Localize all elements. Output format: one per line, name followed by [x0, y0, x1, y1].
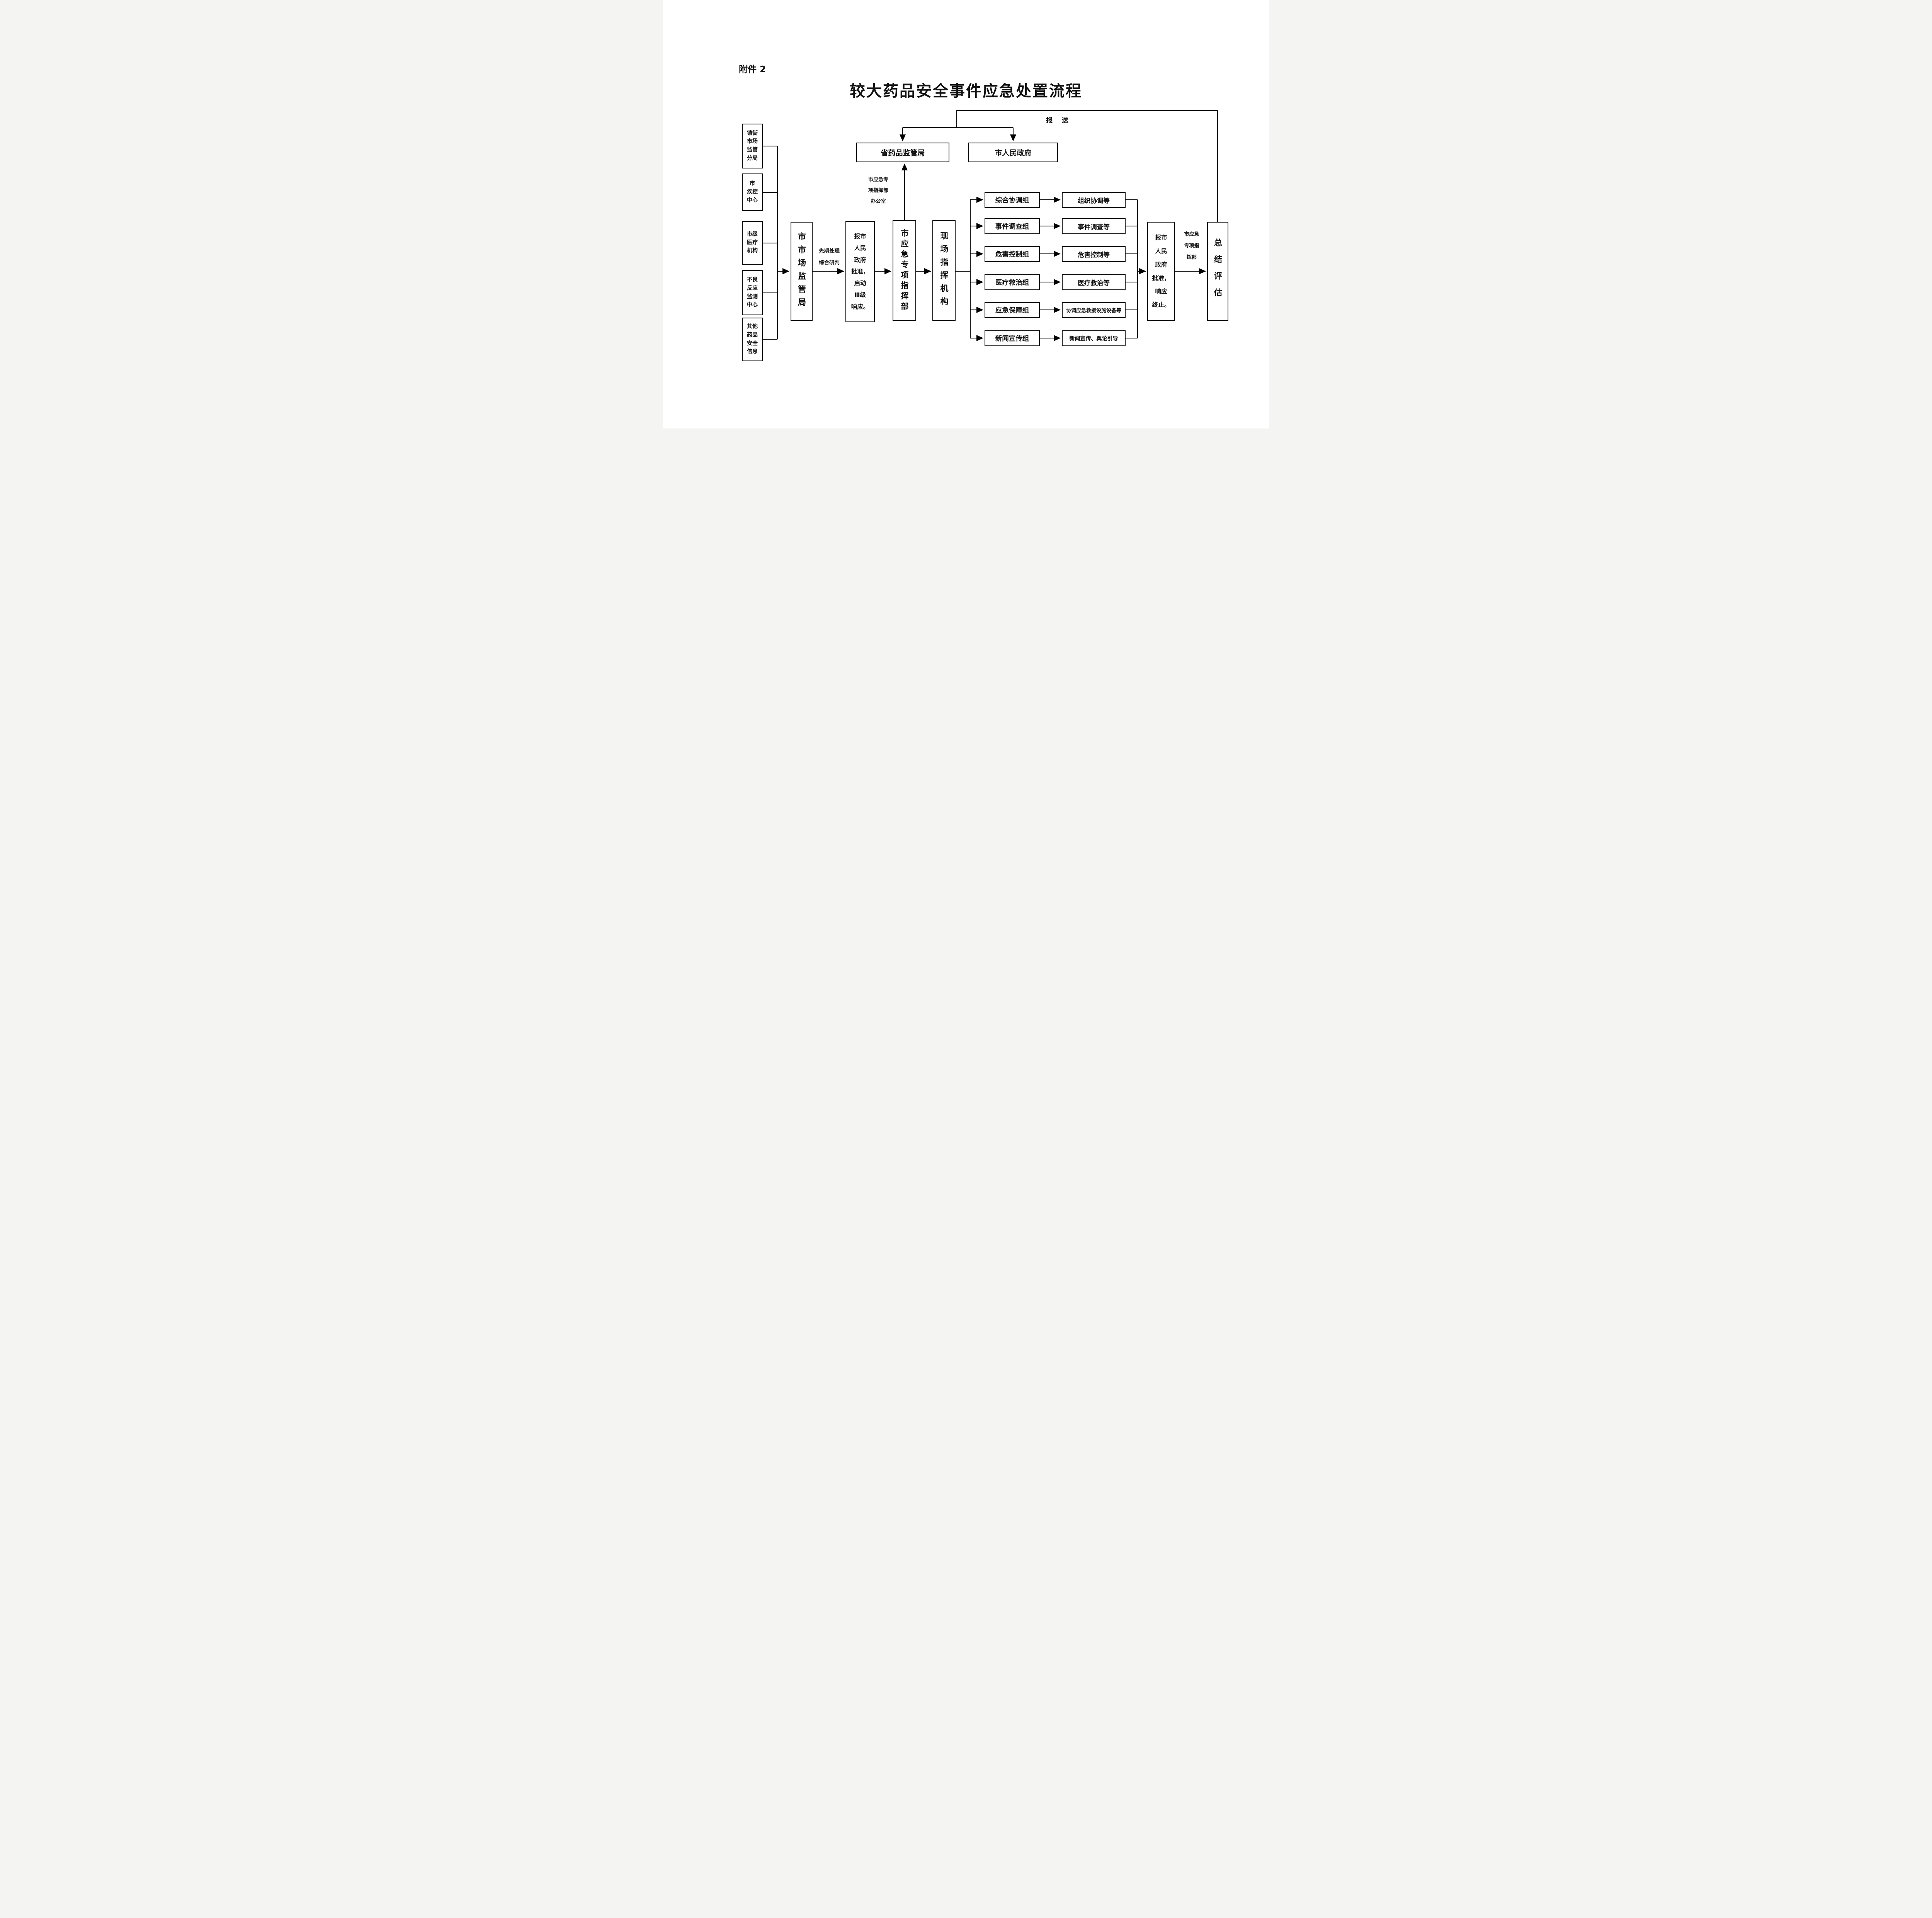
page-title: 较大药品安全事件应急处置流程 [850, 82, 1082, 100]
report-send-label: 报 送 [1046, 117, 1068, 124]
node-group-coordination: 综合协调组 [985, 192, 1040, 208]
early-handling-label: 先期处理 综合研判 [819, 248, 840, 266]
node-source-town-market-branch: 镇街 市场 监管 分局 [742, 124, 763, 168]
node-approve-start-level3: 报市 人民 政府 批准， 启动 Ⅲ级 响应。 [845, 221, 875, 322]
final-command-label: 市应急 专项指 挥部 [1184, 231, 1199, 260]
flowchart-canvas: 附件 2 较大药品安全事件应急处置流程 报 送 省药品监管局 市人民政府 市应急… [663, 0, 1269, 428]
node-result-coordination: 组织协调等 [1062, 192, 1126, 208]
node-approve-end-termination: 报市 人民 政府 批准， 响应 终止。 [1147, 222, 1175, 321]
node-source-city-medical-institutions: 市级 医疗 机构 [742, 221, 763, 265]
flow-connectors [763, 110, 1218, 341]
office-note-label: 市应急专 项指挥部 办公室 [868, 177, 888, 204]
node-group-news-publicity: 新闻宣传组 [985, 330, 1040, 346]
node-result-investigation: 事件调查等 [1062, 218, 1126, 234]
attachment-label: 附件 2 [739, 65, 766, 75]
node-group-emergency-support: 应急保障组 [985, 302, 1040, 318]
node-summary-evaluation: 总结评估 [1207, 222, 1228, 321]
node-group-hazard-control: 危害控制组 [985, 246, 1040, 262]
node-result-medical-treatment: 医疗救治等 [1062, 274, 1126, 290]
node-source-other-drug-safety-info: 其他 药品 安全 信息 [742, 318, 763, 361]
node-city-government: 市人民政府 [968, 143, 1058, 162]
node-group-medical-treatment: 医疗救治组 [985, 274, 1040, 290]
node-onsite-command-org: 现场指挥机构 [932, 220, 956, 321]
node-market-supervision-bureau: 市市场监管局 [791, 222, 813, 321]
node-source-city-cdc: 市 疾控 中心 [742, 173, 763, 211]
node-source-adverse-reaction-center: 不良 反应 监测 中心 [742, 270, 763, 315]
node-emergency-command-hq: 市应急专项指挥部 [893, 220, 916, 321]
node-result-emergency-support: 协调应急救援设施设备等 [1062, 302, 1126, 318]
node-group-investigation: 事件调查组 [985, 218, 1040, 234]
node-result-news-publicity: 新闻宣传、舆论引导 [1062, 330, 1126, 346]
node-result-hazard-control: 危害控制等 [1062, 246, 1126, 262]
node-provincial-drug-admin: 省药品监管局 [856, 143, 949, 162]
